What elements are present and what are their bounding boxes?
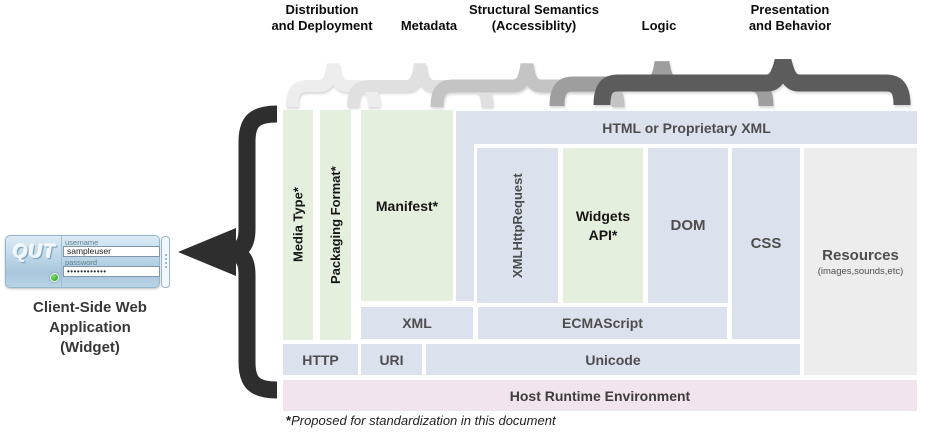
qut-logo: QUT: [13, 242, 57, 263]
password-field: ••••••••••••: [63, 266, 160, 277]
brace-distribution-deployment-icon: [286, 63, 380, 108]
block-unicode: Unicode: [426, 344, 800, 375]
footnote: *Proposed for standardization in this do…: [286, 413, 556, 428]
widget-caption: Client-Side Web Application (Widget): [33, 299, 147, 356]
group-label-structural-semantics: Structural Semantics (Accessiblity): [468, 2, 600, 33]
brace-structural-semantics-icon: [430, 63, 625, 108]
password-label: password: [65, 258, 98, 267]
brace-logic-icon: [549, 60, 774, 107]
group-label-logic: Logic: [641, 18, 677, 33]
block-dom: DOM: [648, 148, 728, 303]
username-field: sampleuser: [63, 246, 160, 257]
block-widgets-api: Widgets API*: [563, 148, 643, 303]
grip-dots-icon: [164, 254, 167, 256]
block-html-or-proprietary-xml: HTML or Proprietary XML: [456, 111, 917, 144]
html-region-left-strip: [456, 144, 474, 301]
username-label: username: [65, 238, 99, 247]
block-css: CSS: [732, 148, 800, 339]
resources-subtitle: (images,sounds,etc): [817, 265, 904, 277]
brace-metadata-icon: [347, 63, 493, 108]
block-packaging-format: Packaging Format*: [320, 110, 351, 340]
brace-presentation-behavior-icon: [593, 58, 911, 106]
widget-pointer-arrow-icon: [178, 228, 236, 276]
block-uri: URI: [361, 344, 422, 375]
block-manifest: Manifest*: [361, 110, 453, 301]
footnote-text: Proposed for standardization in this doc…: [291, 413, 556, 428]
widget-logo-area: QUT: [6, 236, 62, 287]
widget-preview: QUT username sampleuser password •••••••…: [5, 235, 160, 288]
block-xml: XML: [361, 307, 473, 339]
block-media-type: Media Type*: [283, 110, 313, 340]
block-ecmascript: ECMAScript: [478, 307, 727, 339]
block-http: HTTP: [283, 344, 358, 375]
group-label-metadata: Metadata: [400, 18, 458, 33]
block-xmlhttprequest: XMLHttpRequest: [477, 148, 558, 303]
resources-title: Resources: [822, 246, 899, 264]
footnote-asterisk: *: [286, 413, 292, 428]
block-resources: Resources (images,sounds,etc): [804, 148, 917, 375]
group-label-presentation-behavior: Presentation and Behavior: [748, 2, 832, 33]
widget-grip-strip: [161, 236, 170, 288]
block-host-runtime-environment: Host Runtime Environment: [283, 380, 917, 411]
status-dot-icon: [50, 273, 59, 282]
group-label-distribution-deployment: Distribution and Deployment: [271, 2, 373, 33]
widget-brace-icon: [203, 105, 278, 399]
